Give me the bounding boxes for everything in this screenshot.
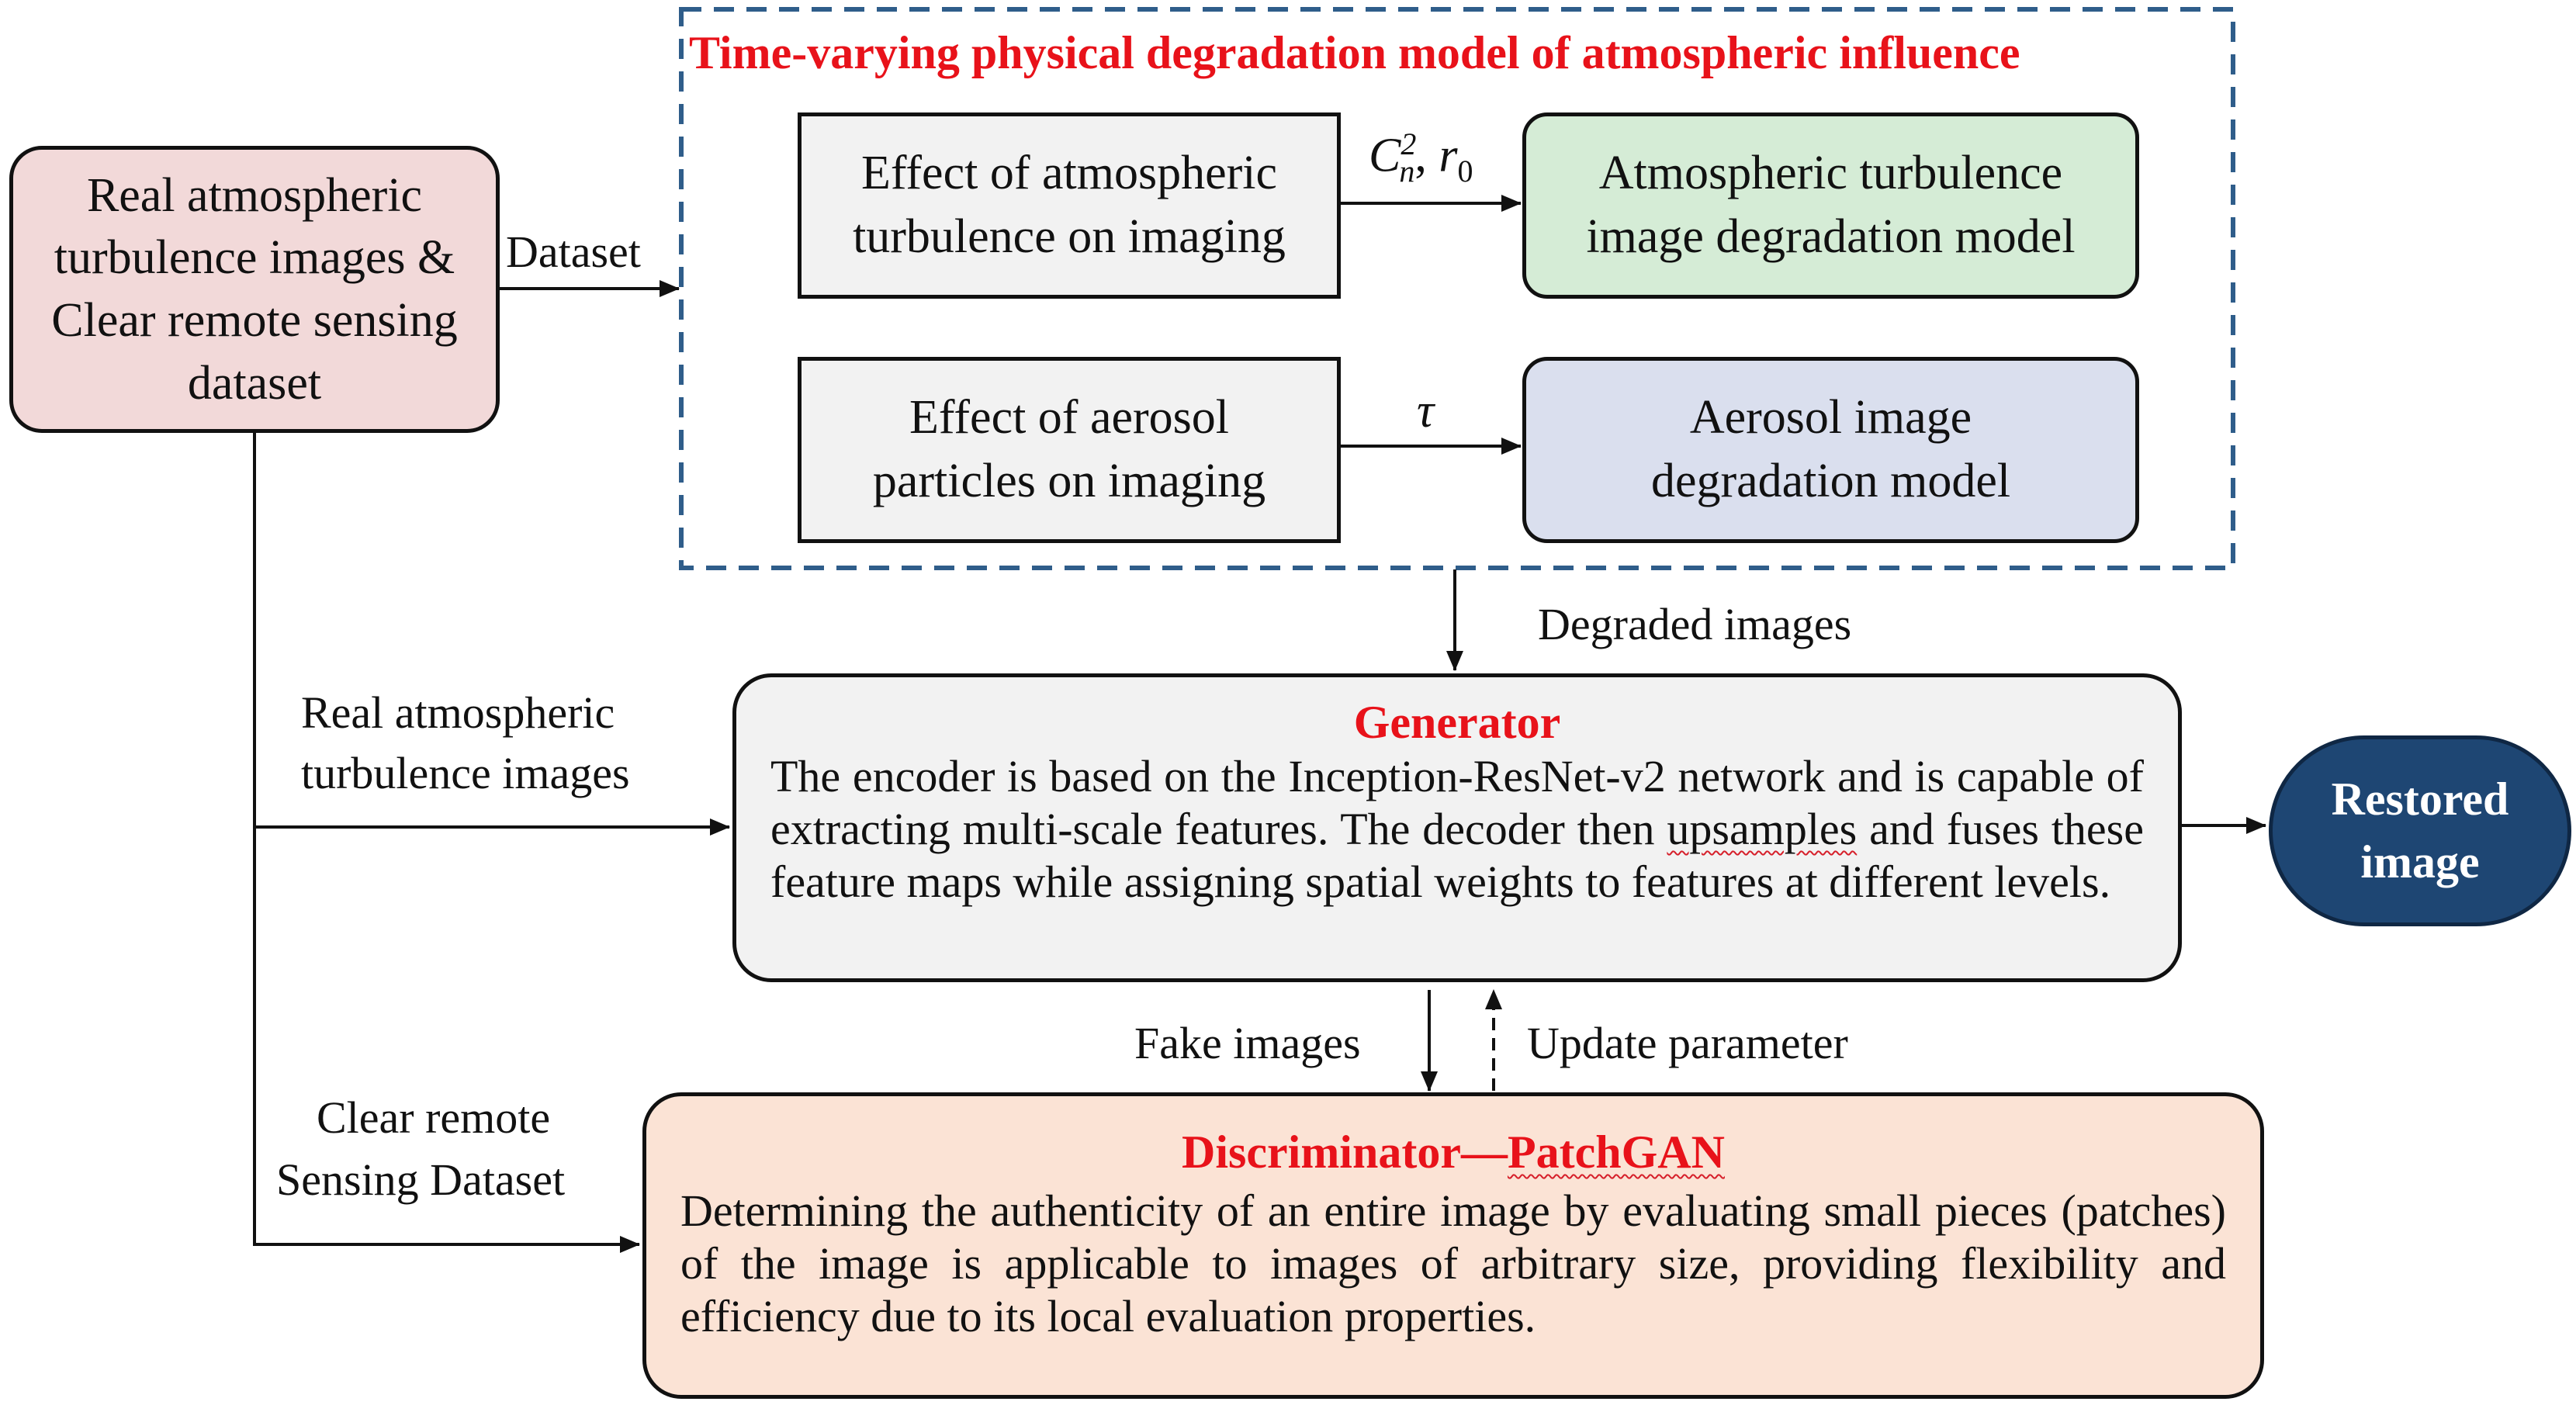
dataset-label: Dataset	[506, 227, 641, 277]
generator-description: The encoder is based on the Inception-Re…	[770, 751, 2144, 907]
aerosol-model-text: Aerosol image degradation model	[1650, 391, 2011, 507]
degraded-images-label: Degraded images	[1538, 599, 1852, 649]
clear-dataset-label-line1: Clear remote	[317, 1092, 551, 1143]
input-dataset-text: Real atmospheric turbulence images & Cle…	[51, 168, 458, 410]
aerosol-effect-text: Effect of aerosol particles on imaging	[872, 391, 1266, 507]
fake-images-label: Fake images	[1134, 1018, 1361, 1068]
input-split-line	[253, 433, 640, 1253]
aerosol-model-box: Aerosol image degradation model	[1522, 357, 2139, 543]
turbulence-model-box: Atmospheric turbulence image degradation…	[1522, 112, 2139, 299]
aerosol-effect-box: Effect of aerosol particles on imaging	[798, 357, 1341, 543]
discriminator-box: Discriminator—PatchGAN Determining the a…	[642, 1092, 2264, 1399]
restored-label-line1: Restored	[2331, 773, 2509, 825]
turbulence-params-label: C2n, r0	[1369, 126, 1473, 189]
restored-label-line2: image	[2360, 836, 2480, 888]
update-parameter-label: Update parameter	[1527, 1018, 1848, 1068]
turbulence-effect-box: Effect of atmospheric turbulence on imag…	[798, 112, 1341, 299]
turbulence-effect-text: Effect of atmospheric turbulence on imag…	[853, 147, 1286, 263]
physical-model-dashed-frame	[679, 7, 2235, 570]
discriminator-title: Discriminator—PatchGAN	[1182, 1126, 1725, 1178]
aerosol-param-label: τ	[1417, 385, 1435, 438]
real-images-label-line1: Real atmospheric	[301, 687, 615, 738]
input-dataset-box: Real atmospheric turbulence images & Cle…	[9, 146, 500, 433]
clear-dataset-label-line2: Sensing Dataset	[276, 1154, 566, 1205]
real-images-label-line2: turbulence images	[301, 748, 630, 798]
restored-image-node: Restored image	[2269, 735, 2571, 926]
generator-box: Generator The encoder is based on the In…	[732, 673, 2182, 982]
physical-model-title: Time-varying physical degradation model …	[689, 27, 2020, 78]
turbulence-model-text: Atmospheric turbulence image degradation…	[1586, 147, 2076, 263]
discriminator-description: Determining the authenticity of an entir…	[680, 1185, 2226, 1341]
generator-title: Generator	[1353, 697, 1561, 748]
